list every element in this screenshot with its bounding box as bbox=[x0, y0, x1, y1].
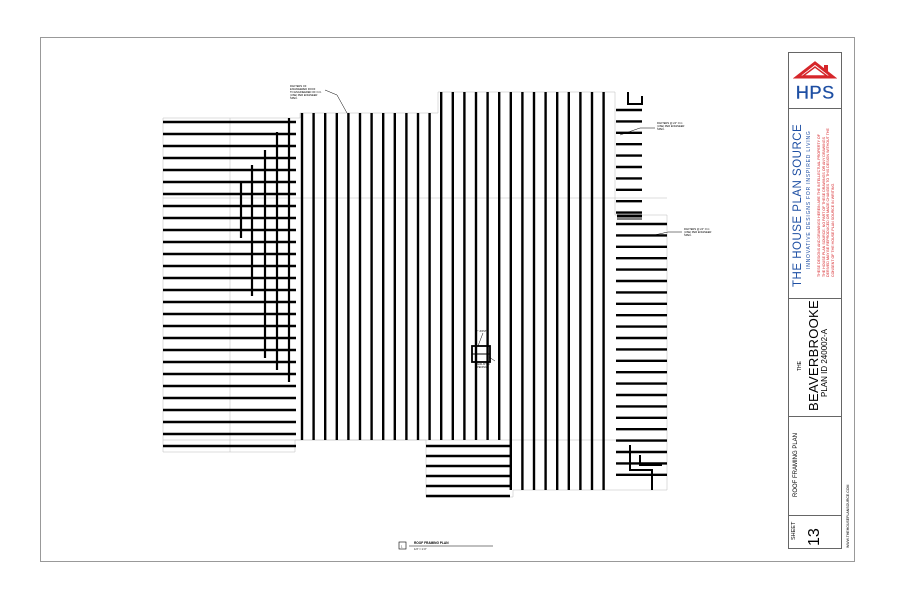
note-attic-1: 22x30 ATTIC bbox=[475, 362, 490, 366]
drawing-title: ROOF FRAMING PLAN bbox=[414, 541, 449, 545]
corner-hips bbox=[617, 92, 662, 490]
drawing-scale: 1/4" = 1'-0" bbox=[414, 547, 427, 551]
company-tagline: INNOVATIVE DESIGNS FOR INSPIRED LIVING bbox=[806, 130, 812, 269]
note-leaders bbox=[324, 89, 682, 362]
note-left-top-1: RAFTERS OF bbox=[290, 84, 307, 88]
sheet-number-cell: SHEET 13 bbox=[789, 516, 841, 548]
hps-logo: HPS bbox=[793, 61, 837, 104]
drawing-notes: RAFTERS OF ENGINEERED ROOF TO ENGINEERED… bbox=[290, 84, 712, 369]
right-rafters bbox=[616, 108, 667, 476]
copyright-note: THESE DESIGNS AND DRAWINGS HEREIN ARE TH… bbox=[817, 128, 835, 277]
note-attic-joist: 2" JOIST bbox=[476, 329, 487, 333]
svg-text:HPS: HPS bbox=[795, 83, 834, 104]
sheet-title-cell: ROOF FRAMING PLAN bbox=[789, 417, 841, 516]
note-right-top-2: (USE) PER ENGINEER bbox=[657, 124, 685, 128]
attic-opening bbox=[471, 345, 491, 363]
sheet-number: 13 bbox=[806, 528, 823, 546]
note-right-top-1: RAFTERS @ 24" O.C. bbox=[657, 121, 683, 125]
note-left-top-2: ENGINEERED ROOF bbox=[290, 87, 316, 91]
left-rafters bbox=[163, 120, 296, 448]
note-right-top-3: SPEC. bbox=[657, 127, 665, 131]
company-cell: THE HOUSE PLAN SOURCE INNOVATIVE DESIGNS… bbox=[789, 109, 841, 299]
roof-outline bbox=[162, 91, 668, 498]
main-rafters bbox=[300, 92, 605, 490]
plan-the: THE bbox=[797, 361, 803, 371]
note-left-top-5: SPEC. bbox=[290, 96, 298, 100]
note-left-top-3: TO ENGINEERED OF O.C. bbox=[290, 90, 322, 94]
company-name: THE HOUSE PLAN SOURCE bbox=[792, 123, 804, 287]
plan-cell: THE BEAVERBROOKE PLAN ID 240002-A bbox=[789, 299, 841, 417]
sheet-border bbox=[40, 37, 855, 562]
bottom-rafters bbox=[426, 444, 510, 498]
logo-cell: HPS bbox=[789, 53, 841, 109]
note-attic-2: OPENING bbox=[475, 365, 487, 369]
plan-name: BEAVERBROOKE bbox=[806, 299, 821, 411]
left-hip-members bbox=[239, 118, 291, 382]
title-block: HPS THE HOUSE PLAN SOURCE INNOVATIVE DES… bbox=[788, 52, 842, 549]
drawing-title-block: 1 ROOF FRAMING PLAN 1/4" = 1'-0" bbox=[398, 541, 493, 551]
note-right-mid-2: (USE) PER ENGINEER bbox=[684, 230, 712, 234]
detail-number: 1 bbox=[401, 545, 403, 549]
detail-number-box bbox=[398, 541, 407, 550]
note-right-mid-3: SPEC. bbox=[684, 233, 692, 237]
note-left-top-4: (USE) PER ENGINEER bbox=[290, 93, 318, 97]
sheet-title: ROOF FRAMING PLAN bbox=[793, 432, 799, 497]
sheet-label: SHEET bbox=[791, 521, 797, 540]
note-right-mid-1: RAFTERS @ 24" O.C. bbox=[684, 227, 710, 231]
plan-id: PLAN ID 240002-A bbox=[820, 328, 829, 397]
website-text: WWW.THEHOUSEPLANSOURCE.COM bbox=[846, 484, 850, 548]
